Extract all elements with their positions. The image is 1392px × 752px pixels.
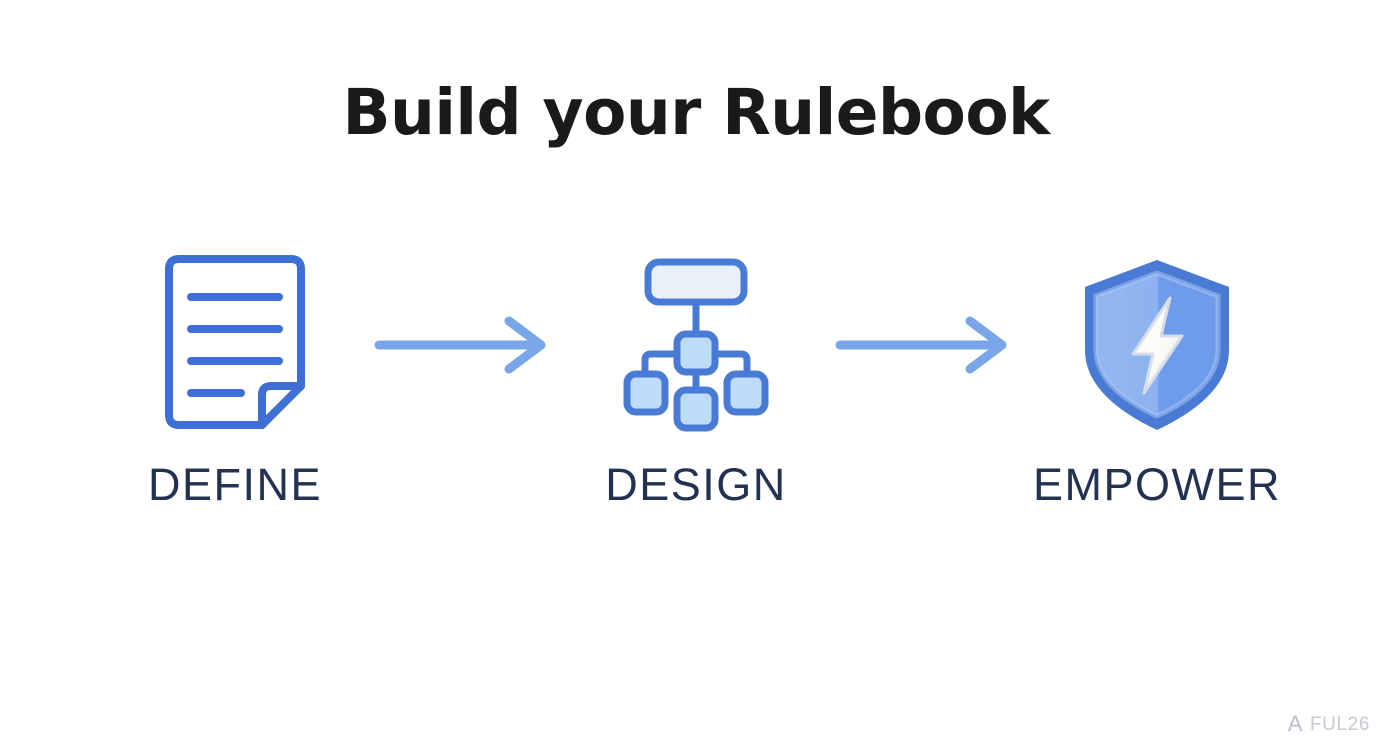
flow-step-label-design: DESIGN: [605, 459, 787, 510]
flow-step-label-empower: EMPOWER: [1033, 459, 1282, 510]
watermark-text: FUL26: [1309, 713, 1370, 735]
hierarchy-tree-icon: [621, 250, 771, 440]
arrow-right-icon: [374, 316, 546, 374]
watermark-logo-icon: A: [1287, 711, 1303, 736]
page-title: Build your Rulebook: [342, 76, 1050, 149]
flow-step-empower: EMPOWER: [1033, 250, 1280, 507]
flow-connector-1: [368, 250, 563, 440]
flow-connector-2: [829, 250, 1024, 440]
flow-step-design: DESIGN: [581, 250, 811, 507]
shield-bolt-icon: [1078, 250, 1236, 440]
watermark: A FUL26: [1288, 713, 1370, 735]
arrow-right-icon: [835, 316, 1007, 374]
flow-step-label-define: DEFINE: [147, 459, 322, 510]
process-flow: DEFINE: [120, 250, 1280, 540]
document-lines-icon: [155, 250, 315, 440]
flow-step-define: DEFINE: [120, 250, 350, 507]
